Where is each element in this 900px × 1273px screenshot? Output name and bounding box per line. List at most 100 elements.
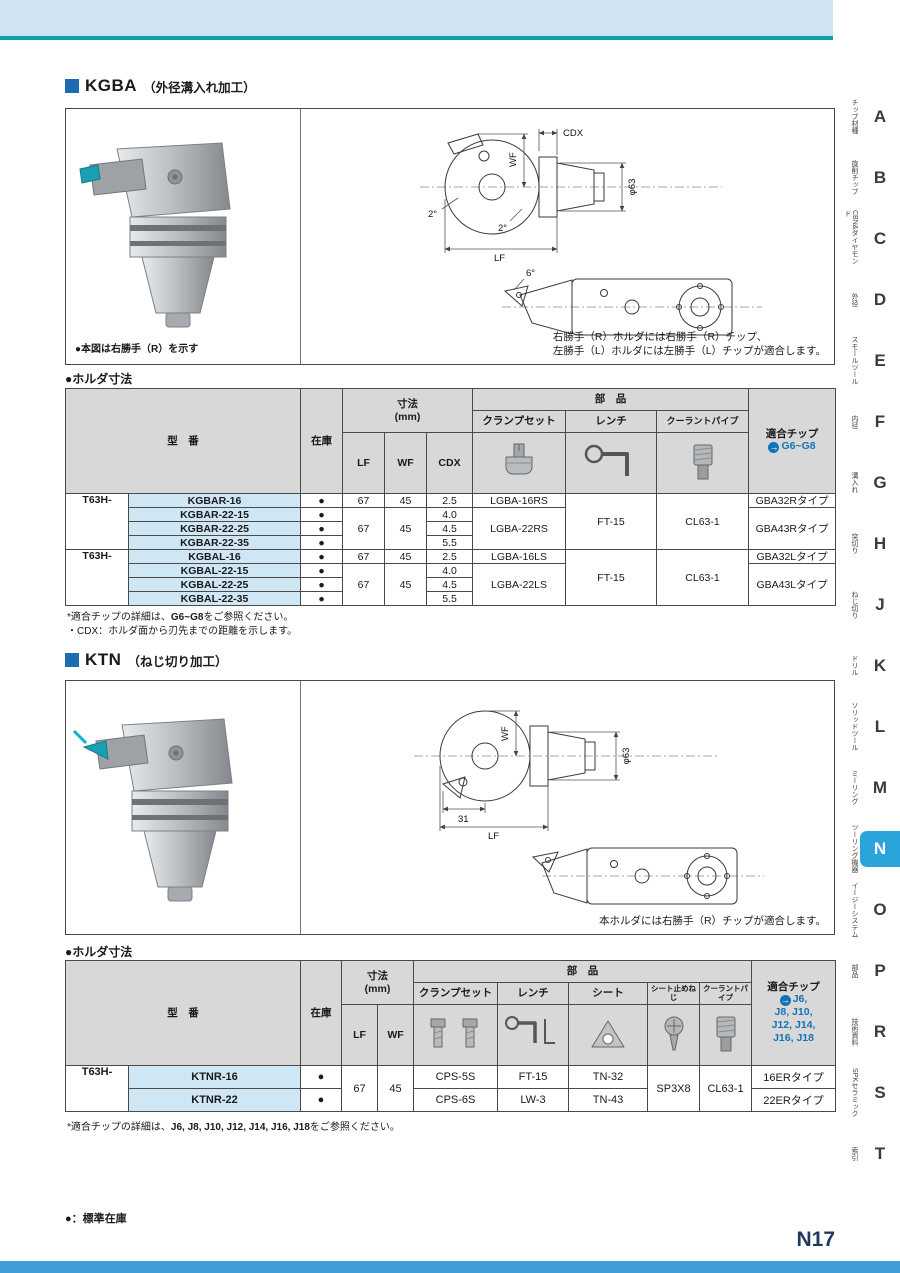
header-clamp-set: クランプセット [413,982,499,1005]
tab-label: 旋削チップ [851,160,858,195]
seat-value: TN-32 [568,1065,649,1089]
dim-label-31: 31 [458,814,469,825]
kgba-note-right-line1: 右勝手（R）ホルダには右勝手（R）チップ、 [552,330,768,343]
header-dims-unit: (mm) [364,982,391,995]
header-stock: 在庫 [300,388,343,494]
seat-icon-cell [568,1004,649,1066]
wf-value: 45 [384,493,427,508]
model-cell: KGBAR-16 [128,493,301,508]
wf-value: 45 [376,1065,415,1112]
model-prefix: T63H- [65,549,129,606]
dim-label-lf: LF [488,831,499,842]
header-lf: LF [342,432,385,494]
tab-label: イージーシステム [851,881,858,938]
model-cell: KGBAR-22-15 [128,507,301,522]
top-band [0,0,833,40]
section-bullet-square [65,79,79,93]
model-cell: KGBAR-22-35 [128,535,301,550]
tab-label: ソリッドツール [851,702,858,751]
tab-label: ねじ切り [851,590,858,619]
header-parts: 部 品 [472,388,750,411]
tab-letter: J [875,594,885,614]
tab-letter: L [874,716,886,736]
index-tab-l: ソリッドツール L [810,696,900,757]
dim-label-dia63: φ63 [621,748,632,765]
wrench-hexkey-icon-cell [497,1004,570,1066]
coolant-value: CL63-1 [699,1065,753,1112]
wrench-hexkey-icon [505,1016,556,1044]
header-wrench: レンチ [497,982,570,1005]
header-clamp-set: クランプセット [472,410,567,433]
cdx-value: 4.5 [425,521,474,536]
header-chip: 適合チップ →G6~G8 [748,388,837,494]
header-dims: 寸法 (mm) [340,960,415,1005]
header-seat: シート [568,982,649,1005]
seat-screw-icon-cell [647,1004,701,1066]
stock-legend: ●：標準在庫 [65,1213,127,1225]
dim-label-wf: WF [500,726,511,741]
ktn-section-subtitle: （ねじ切り加工） [127,654,228,669]
stock-dot: ● [300,1065,342,1089]
clamp-set-value: LGBA-16LS [472,549,567,564]
clamp-set-value: CPS-5S [413,1065,499,1089]
stock-dot: ● [300,577,343,592]
tab-label: ミーリング [851,770,858,805]
coolant-pipe-icon [693,444,713,480]
chip-type: 16ERタイプ [751,1065,837,1089]
coolant-value: CL63-1 [656,493,750,550]
chip-type: GBA32Lタイプ [748,549,837,564]
wrench-value: FT-15 [565,549,658,606]
stock-dot: ● [300,591,343,606]
tab-label: スモールツール [851,336,858,385]
chip-type: GBA43Lタイプ [748,563,837,606]
chip-ref-line: J12, J14, [771,1019,816,1032]
header-seat-screw: シート止めねじ [647,982,701,1005]
wf-value: 45 [384,549,427,564]
header-chip-ref-text: G6~G8 [781,440,816,453]
clamp-set-value: LGBA-16RS [472,493,567,508]
kgba-section-subtitle: （外径溝入れ加工） [143,80,256,95]
kgba-tool-illustration [79,142,231,328]
header-cdx: CDX [425,432,474,494]
tab-letter: F [874,411,886,431]
model-prefix: T63H- [65,493,129,550]
clamp-set-value: LGBA-22LS [472,563,567,606]
wrench-icon [584,444,630,476]
kgba-footnote-2: ・CDX：ホルダ面から刃先までの距離を示します。 [67,626,298,637]
wrench-icon-cell [565,432,658,494]
table-row: KGBAL-22-35 ● 5.5 [66,591,836,606]
wf-value: 45 [384,563,427,606]
footnote-ref: G6~G8 [170,612,204,623]
header-chip-ref: →J6, J8, J10, J12, J14, J16, J18 [754,993,833,1046]
header-parts: 部 品 [413,960,753,983]
tab-label: 外径 [851,292,858,307]
cdx-value: 4.0 [425,507,474,522]
tab-letter: K [873,655,887,675]
dim-label-wf: WF [508,152,519,167]
ktn-figure-box: 31 WF LF φ63 [65,680,835,935]
header-wf: WF [384,432,427,494]
footnote-text: *適合チップの詳細は、 [67,612,171,623]
dim-label-dia63: φ63 [627,179,638,196]
index-tab-j: ねじ切り J [810,574,900,635]
kgba-holder-table: 型 番 在庫 寸法 (mm) 部 品 適合チップ →G6~G8 クランプセット … [65,388,837,606]
tab-label: CBN&ダイヤモンド [844,209,858,264]
tab-label: 突切り [851,533,858,554]
stock-dot: ● [300,1088,342,1112]
chip-ref-line: J16, J18 [773,1032,814,1045]
table-row: KGBAL-22-15 ● 67 45 4.0 LGBA-22LS GBA43L… [66,563,837,606]
cdx-value: 4.0 [425,563,474,578]
model-cell: KGBAL-22-15 [128,563,301,578]
model-prefix: T63H- [65,1065,129,1112]
pointer-arrow [72,729,88,745]
cdx-value: 2.5 [425,549,474,564]
